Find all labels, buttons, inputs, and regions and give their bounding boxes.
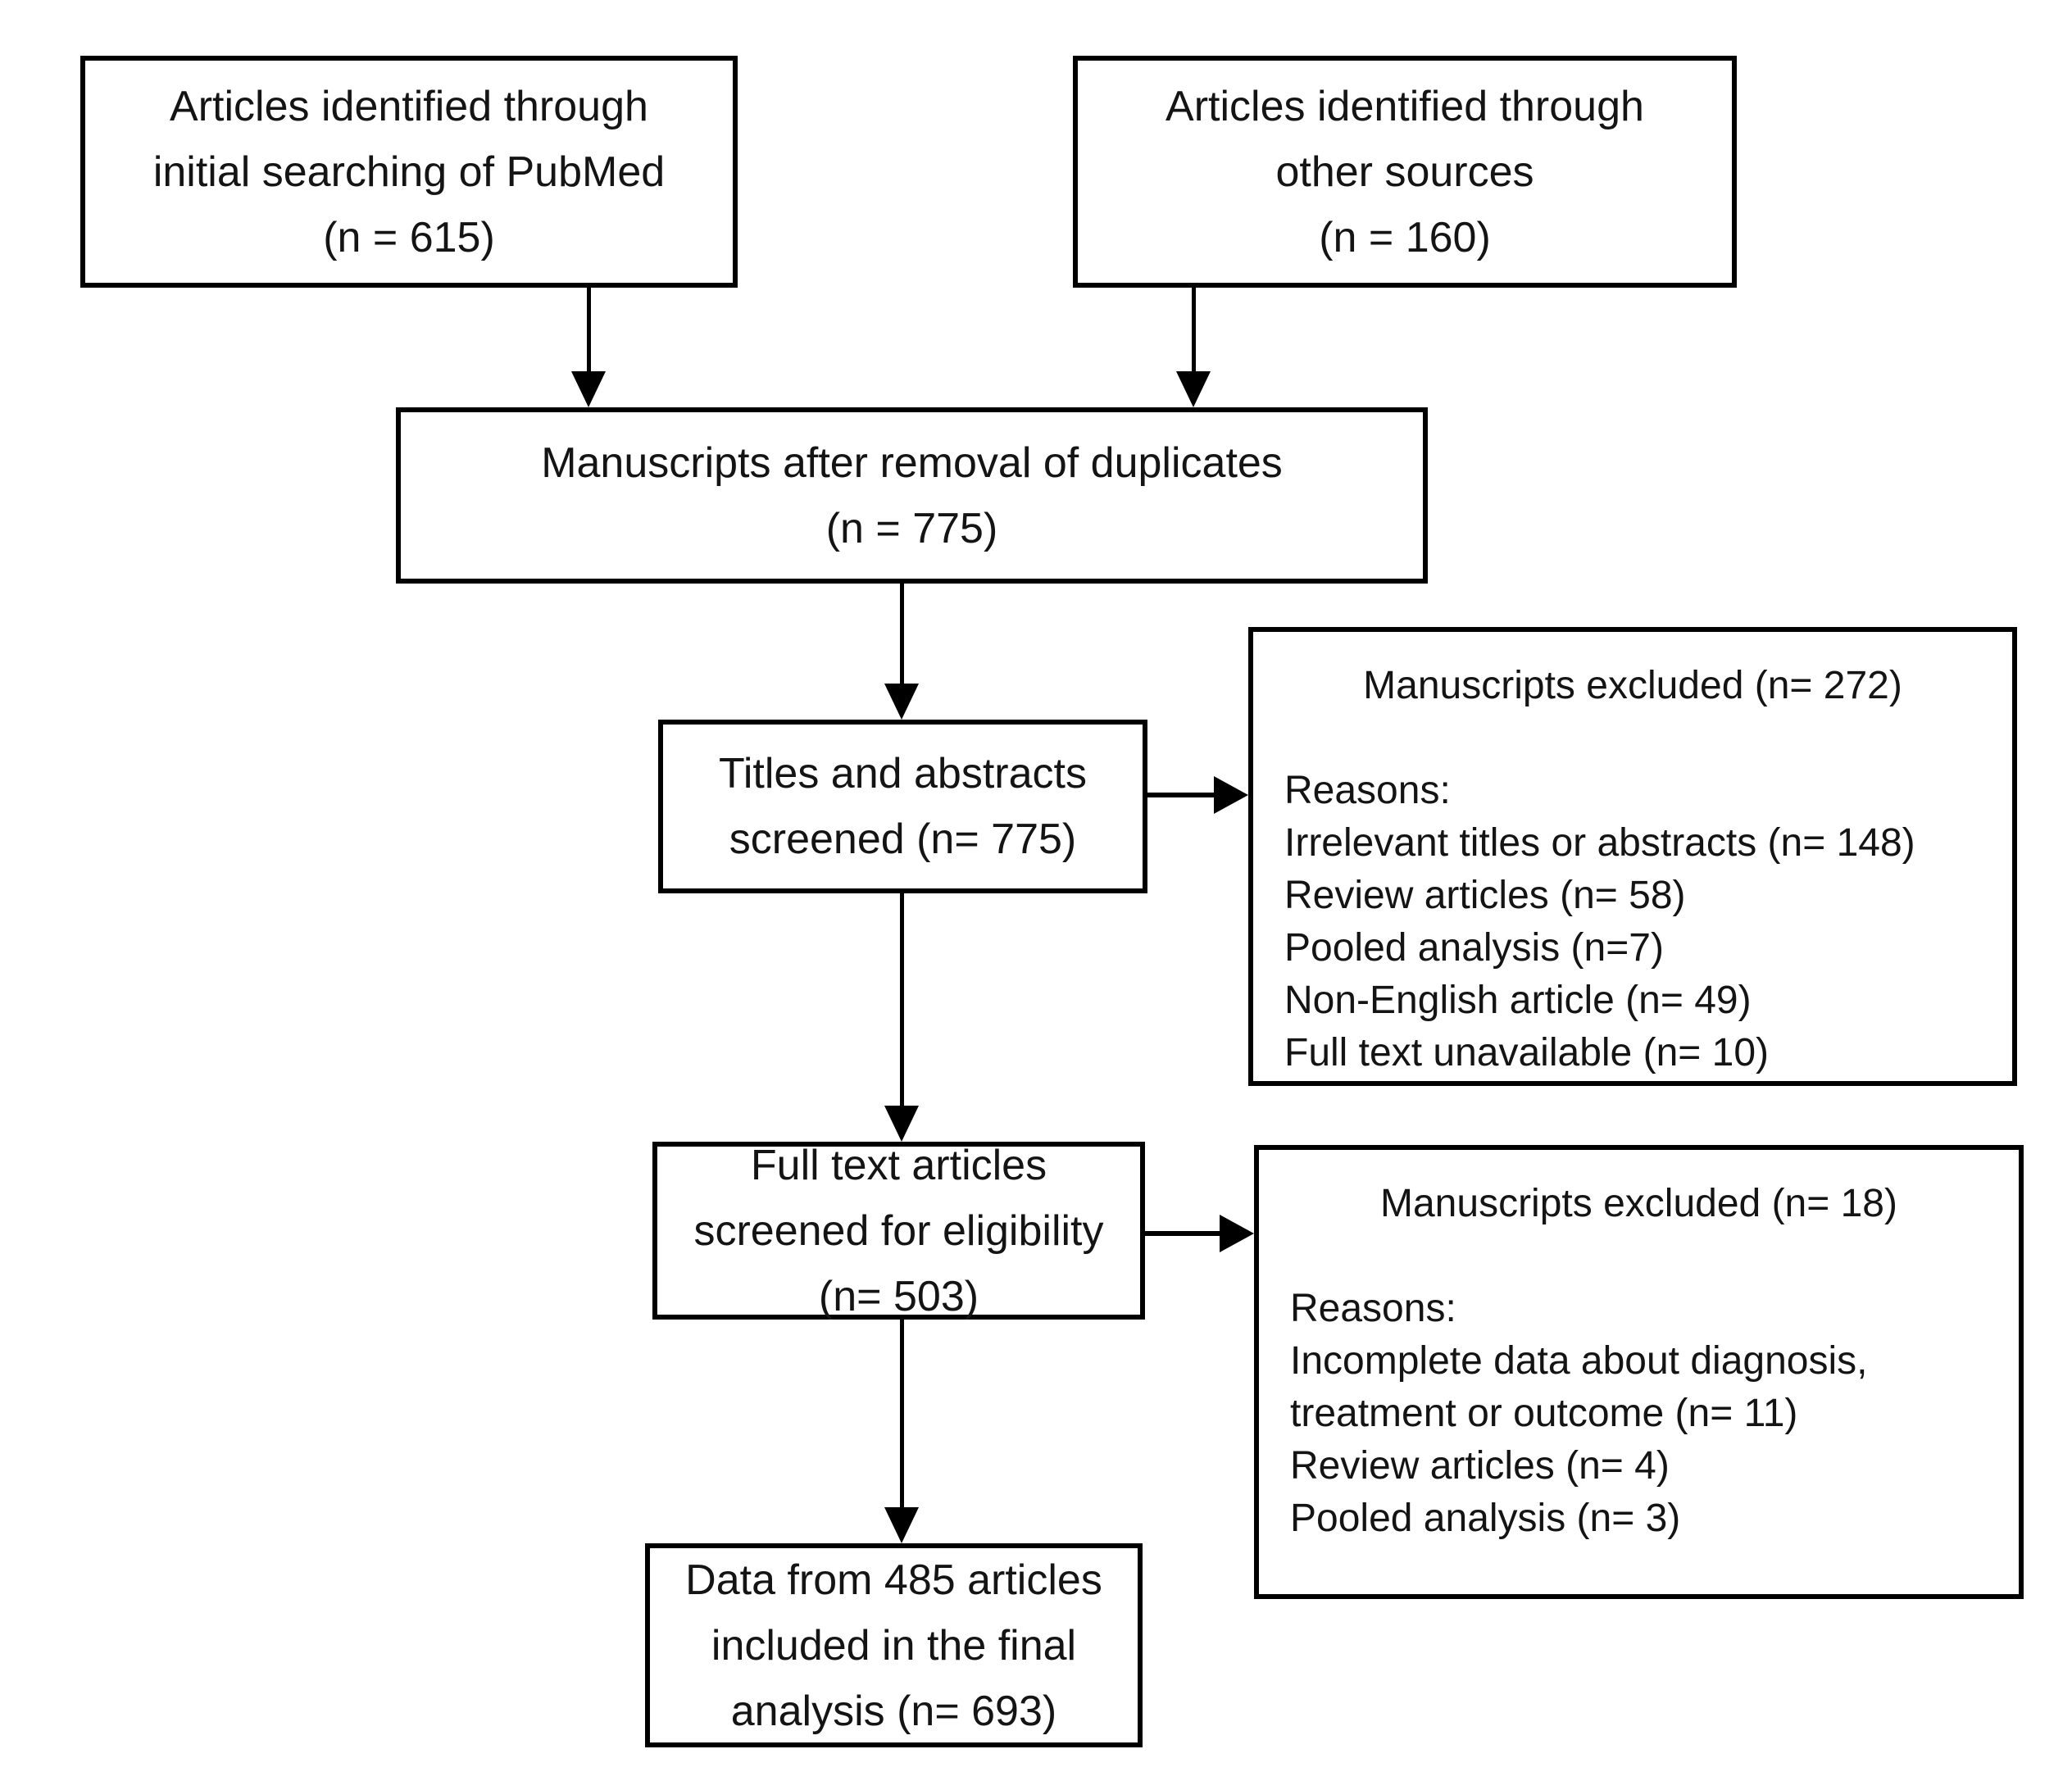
box-excluded2-reason-4: Pooled analysis (n= 3) [1290,1497,1681,1540]
box-other-count: (n = 160) [1319,213,1491,261]
arrow-titles-to-excluded1-line [1147,793,1215,797]
box-excluded2-reason-1: Incomplete data about diagnosis, [1290,1339,1868,1383]
box-final-count: analysis (n= 693) [730,1687,1057,1735]
box-excluded1-reason-5: Full text unavailable (n= 10) [1284,1031,1769,1074]
box-pubmed-identified: Articles identified through initial sear… [80,56,738,288]
box-other-sources: Articles identified through other source… [1073,56,1737,288]
box-titles-screened: Titles and abstracts screened (n= 775) [658,720,1147,893]
arrow-duplicates-to-titles-head [884,684,919,720]
arrow-titles-to-fulltext-line [900,893,904,1106]
box-fulltext-count: (n= 503) [818,1272,979,1320]
box-excluded1-reason-2: Review articles (n= 58) [1284,874,1686,917]
arrow-titles-to-fulltext-head [884,1106,919,1142]
arrow-pubmed-to-duplicates-head [571,371,606,407]
arrow-pubmed-to-duplicates-line [587,288,591,371]
box-final-line-1: Data from 485 articles [685,1556,1102,1604]
box-excluded-fulltext-stage: Manuscripts excluded (n= 18) Reasons: In… [1254,1145,2024,1599]
box-excluded2-reasons-label: Reasons: [1290,1287,1456,1330]
box-excluded1-reason-4: Non-English article (n= 49) [1284,979,1752,1022]
box-excluded2-title: Manuscripts excluded (n= 18) [1380,1182,1897,1225]
box-excluded2-reason-2: treatment or outcome (n= 11) [1290,1392,1798,1435]
box-excluded-titles-stage: Manuscripts excluded (n= 272) Reasons: I… [1248,627,2017,1086]
box-final-analysis: Data from 485 articles included in the f… [645,1543,1143,1747]
arrow-titles-to-excluded1-head [1214,776,1248,814]
box-fulltext-line-1: Full text articles [750,1141,1047,1189]
box-excluded1-reasons-label: Reasons: [1284,769,1451,812]
box-excluded1-reason-1: Irrelevant titles or abstracts (n= 148) [1284,821,1915,865]
box-excluded2-reason-3: Review articles (n= 4) [1290,1444,1670,1488]
box-final-line-2: included in the final [711,1621,1077,1670]
box-pubmed-count: (n = 615) [323,213,495,261]
box-fulltext-screened: Full text articles screened for eligibil… [652,1142,1145,1320]
box-pubmed-line-1: Articles identified through [170,82,648,130]
arrow-fulltext-to-excluded2-head [1220,1215,1254,1252]
box-titles-screened-line-1: Titles and abstracts [719,750,1087,797]
box-other-line-1: Articles identified through [1166,82,1644,130]
box-after-duplicates-count: (n = 775) [825,504,998,552]
arrow-other-to-duplicates-line [1192,288,1196,371]
box-fulltext-line-2: screened for eligibility [693,1206,1104,1255]
box-titles-screened-count: screened (n= 775) [729,815,1077,863]
box-after-duplicates-line-1: Manuscripts after removal of duplicates [541,438,1283,487]
arrow-fulltext-to-final-line [900,1320,904,1507]
arrow-duplicates-to-titles-line [900,584,904,684]
arrow-fulltext-to-final-head [884,1507,919,1543]
box-excluded1-reason-3: Pooled analysis (n=7) [1284,926,1664,970]
box-pubmed-line-2: initial searching of PubMed [152,148,666,196]
arrow-other-to-duplicates-head [1176,371,1211,407]
box-excluded1-title: Manuscripts excluded (n= 272) [1363,664,1902,707]
box-after-duplicates: Manuscripts after removal of duplicates … [396,407,1428,584]
arrow-fulltext-to-excluded2-line [1145,1231,1221,1236]
box-other-line-2: other sources [1275,148,1534,196]
